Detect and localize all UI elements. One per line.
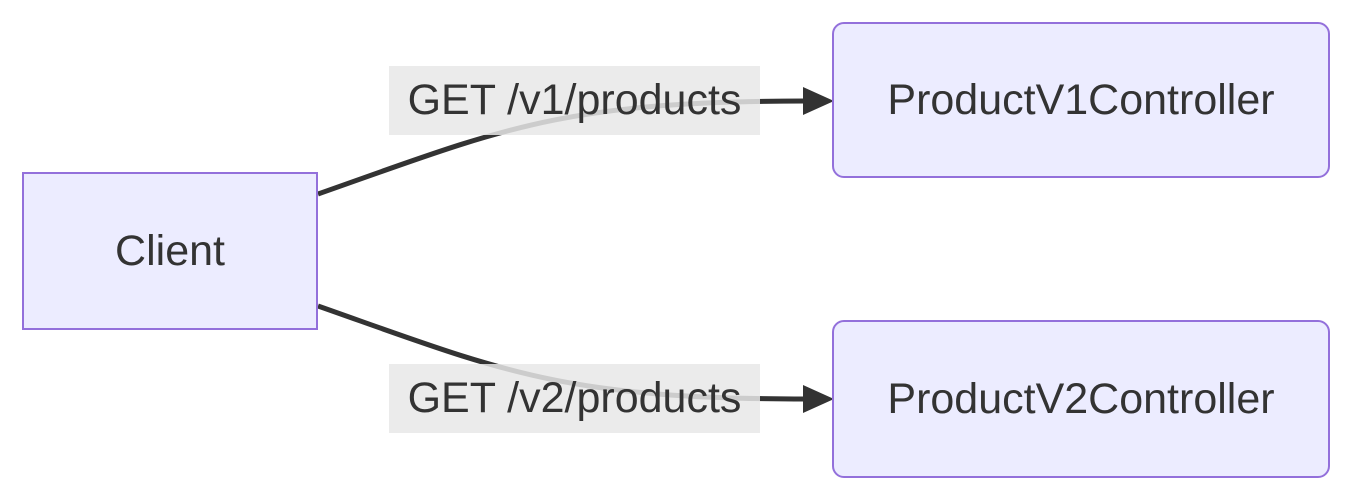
arrowhead-v1-icon <box>803 87 834 115</box>
arrowhead-v2-icon <box>803 385 834 413</box>
node-label: ProductV1Controller <box>887 75 1275 124</box>
node-label: Client <box>115 226 225 275</box>
edge-label-text: GET /v2/products <box>407 374 742 422</box>
edge-label-text: GET /v1/products <box>407 76 742 124</box>
node-productv1controller: ProductV1Controller <box>832 22 1330 178</box>
edge-label-get-v1-products: GET /v1/products <box>389 66 760 135</box>
edge-label-get-v2-products: GET /v2/products <box>389 364 760 433</box>
node-client: Client <box>22 172 318 330</box>
node-productv2controller: ProductV2Controller <box>832 320 1330 478</box>
node-label: ProductV2Controller <box>887 374 1275 423</box>
